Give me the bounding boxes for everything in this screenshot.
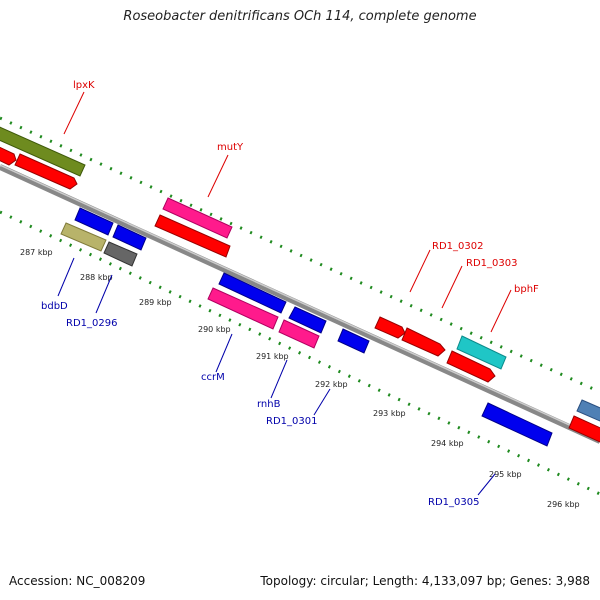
gene-label: RD1_0302	[432, 241, 483, 252]
gene-ccrM	[207, 287, 279, 330]
gene-rnhB	[278, 319, 320, 349]
gene-labels: lpxK mutY RD1_0302 RD1_0303 bphF bdbD RD…	[41, 80, 539, 508]
gene-label: RD1_0303	[466, 258, 517, 269]
gene-RD1_0296	[103, 241, 138, 267]
kbp-label: 292 kbp	[315, 380, 348, 389]
gene-blue	[288, 306, 327, 334]
kbp-label: 290 kbp	[198, 325, 231, 334]
gene-label: RD1_0305	[428, 497, 479, 508]
kbp-label: 291 kbp	[256, 352, 289, 361]
inner-tick-track	[0, 210, 600, 496]
kbp-scale: 287 kbp 288 kbp 289 kbp 290 kbp 291 kbp …	[20, 248, 580, 509]
gene-mutY	[162, 197, 233, 239]
gene-label: RD1_0301	[266, 416, 317, 427]
gene-red	[446, 350, 496, 383]
gene-lpxK	[0, 126, 86, 177]
callout-lines	[57, 91, 512, 496]
gene-red	[0, 146, 17, 166]
genes	[0, 126, 600, 447]
gene-label: bphF	[514, 284, 539, 295]
gene-red	[154, 214, 231, 258]
gene-label: ccrM	[201, 372, 225, 383]
kbp-label: 287 kbp	[20, 248, 53, 257]
gene-blue	[112, 224, 147, 251]
gene-label: lpxK	[73, 80, 95, 91]
genome-summary-text: Topology: circular; Length: 4,133,097 bp…	[260, 574, 590, 588]
kbp-label: 288 kbp	[80, 273, 113, 282]
gene-steelblue	[576, 399, 600, 422]
gene-RD1_0305	[481, 402, 553, 447]
gene-blue	[337, 328, 370, 354]
gene-blue	[218, 272, 287, 314]
gene-RD1_0302	[374, 316, 406, 339]
accession-text: Accession: NC_008209	[9, 574, 146, 588]
gene-label: bdbD	[41, 301, 68, 312]
kbp-label: 295 kbp	[489, 470, 522, 479]
gene-label: mutY	[217, 142, 244, 153]
kbp-label: 294 kbp	[431, 439, 464, 448]
kbp-label: 289 kbp	[139, 298, 172, 307]
gene-red	[14, 153, 78, 190]
gene-label: rnhB	[257, 399, 281, 410]
kbp-label: 293 kbp	[373, 409, 406, 418]
gene-label: RD1_0296	[66, 318, 117, 329]
gene-RD1_0303	[401, 327, 446, 357]
kbp-label: 296 kbp	[547, 500, 580, 509]
gene-bdbD	[60, 222, 107, 252]
gene-red	[568, 415, 600, 443]
genome-backbone	[0, 164, 600, 444]
gene-bphF	[456, 335, 507, 370]
map-title: Roseobacter denitrificans OCh 114, compl…	[123, 9, 477, 24]
gene-blue	[74, 207, 114, 236]
